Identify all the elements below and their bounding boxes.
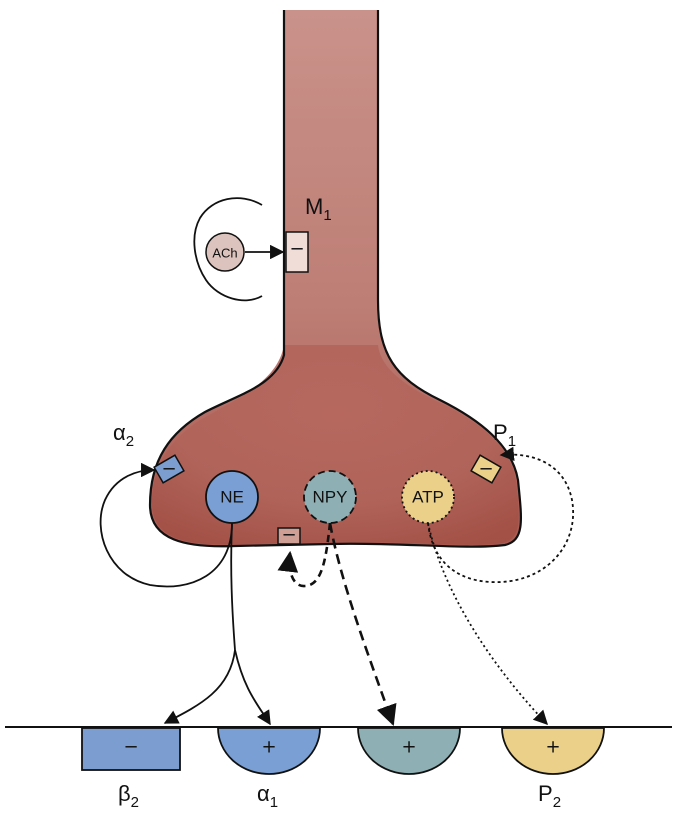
npy-to-post-arrow: [328, 522, 397, 726]
atp-to-p2-arrow: [427, 522, 548, 726]
p1-receptor: [470, 454, 502, 484]
ne-label: NE: [220, 488, 244, 507]
p1-label: P1: [493, 420, 516, 450]
beta2-sign: −: [123, 737, 138, 758]
alpha2-sign: −: [161, 459, 176, 480]
ach-vesicle: [205, 232, 245, 272]
alpha2-label: α2: [113, 420, 134, 450]
ach-label: ACh: [212, 246, 237, 261]
varicosity-outline: [148, 10, 523, 548]
m1-sign: −: [289, 239, 304, 260]
ne-feedback-arrow: [99, 462, 233, 588]
alpha1-sign: +: [261, 737, 276, 758]
m1-receptor: [285, 231, 309, 273]
npy-post-sign: +: [401, 737, 416, 758]
ne-trunk: [230, 522, 236, 651]
ne-to-alpha1-arrow: [234, 649, 271, 726]
alpha1-label: α1: [257, 781, 278, 811]
npy-auto-sign: −: [281, 525, 296, 546]
atp-feedback-arrow: [427, 446, 574, 583]
alpha2-receptor: [153, 454, 185, 484]
npy-post-receptor: [357, 727, 461, 775]
p1-sign: −: [478, 459, 493, 480]
p2-receptor: [501, 727, 605, 775]
npy-autoreceptor: [277, 527, 301, 545]
beta2-receptor: [81, 727, 181, 771]
npy-feedback-arrow: [277, 522, 332, 588]
alpha1-receptor: [217, 727, 321, 775]
atp-label: ATP: [412, 488, 444, 507]
npy-label: NPY: [313, 488, 348, 507]
p2-label: P2: [538, 781, 561, 811]
cholinergic-terminal: [193, 197, 263, 302]
beta2-label: β2: [118, 781, 139, 811]
npy-vesicle: [303, 470, 357, 524]
ne-to-beta2-arrow: [163, 649, 236, 724]
m1-label: M1: [305, 194, 332, 224]
p2-sign: +: [545, 737, 560, 758]
